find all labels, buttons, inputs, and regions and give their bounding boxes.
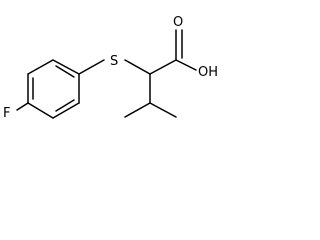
methyl-bond-left — [124, 102, 151, 118]
methyl-bond-right — [149, 102, 177, 118]
ring-bond — [52, 102, 80, 119]
structure-canvas: F S O OH — [0, 0, 267, 136]
ring-double-bond — [55, 99, 75, 112]
molecule-diagram: F S O OH — [3, 15, 218, 121]
ring-bond — [52, 59, 80, 75]
sulfur-atom-label: S — [110, 54, 118, 69]
carbonyl-oxygen-label: O — [173, 15, 183, 30]
s-c-bond — [124, 59, 151, 75]
c-s-bond — [78, 59, 105, 75]
c-oh-bond — [175, 59, 197, 71]
ring-double-bond — [55, 65, 75, 78]
c-f-bond — [16, 102, 29, 111]
benzene-ring — [27, 59, 80, 119]
fluorine-atom-label: F — [3, 106, 10, 121]
ring-bond — [27, 59, 54, 75]
c-cooh-bond — [149, 59, 177, 75]
hydroxyl-label: OH — [198, 65, 218, 80]
ring-bond — [27, 102, 54, 119]
